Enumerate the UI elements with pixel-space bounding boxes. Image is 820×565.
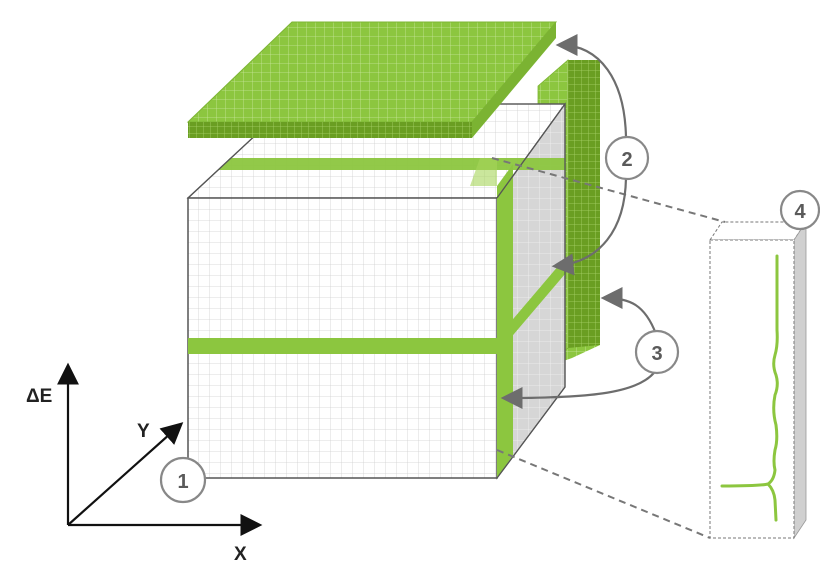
horizontal-slice-front: [188, 338, 497, 354]
z-axis-label: ΔE: [26, 386, 52, 407]
callout-2: 2: [606, 137, 648, 179]
data-cube: [188, 104, 565, 478]
y-axis-label: Y: [137, 421, 150, 442]
callout-1-label: 1: [177, 471, 188, 493]
callout-3-label: 3: [651, 343, 662, 365]
callout-2-label: 2: [621, 149, 632, 171]
callout-4: 4: [781, 191, 819, 229]
callout-3: 3: [636, 331, 678, 373]
extracted-column: [710, 222, 806, 538]
callout-4-label: 4: [794, 201, 806, 223]
x-axis-label: X: [234, 544, 247, 565]
vertical-slice-side: [497, 164, 513, 478]
callout-1: 1: [161, 458, 205, 502]
